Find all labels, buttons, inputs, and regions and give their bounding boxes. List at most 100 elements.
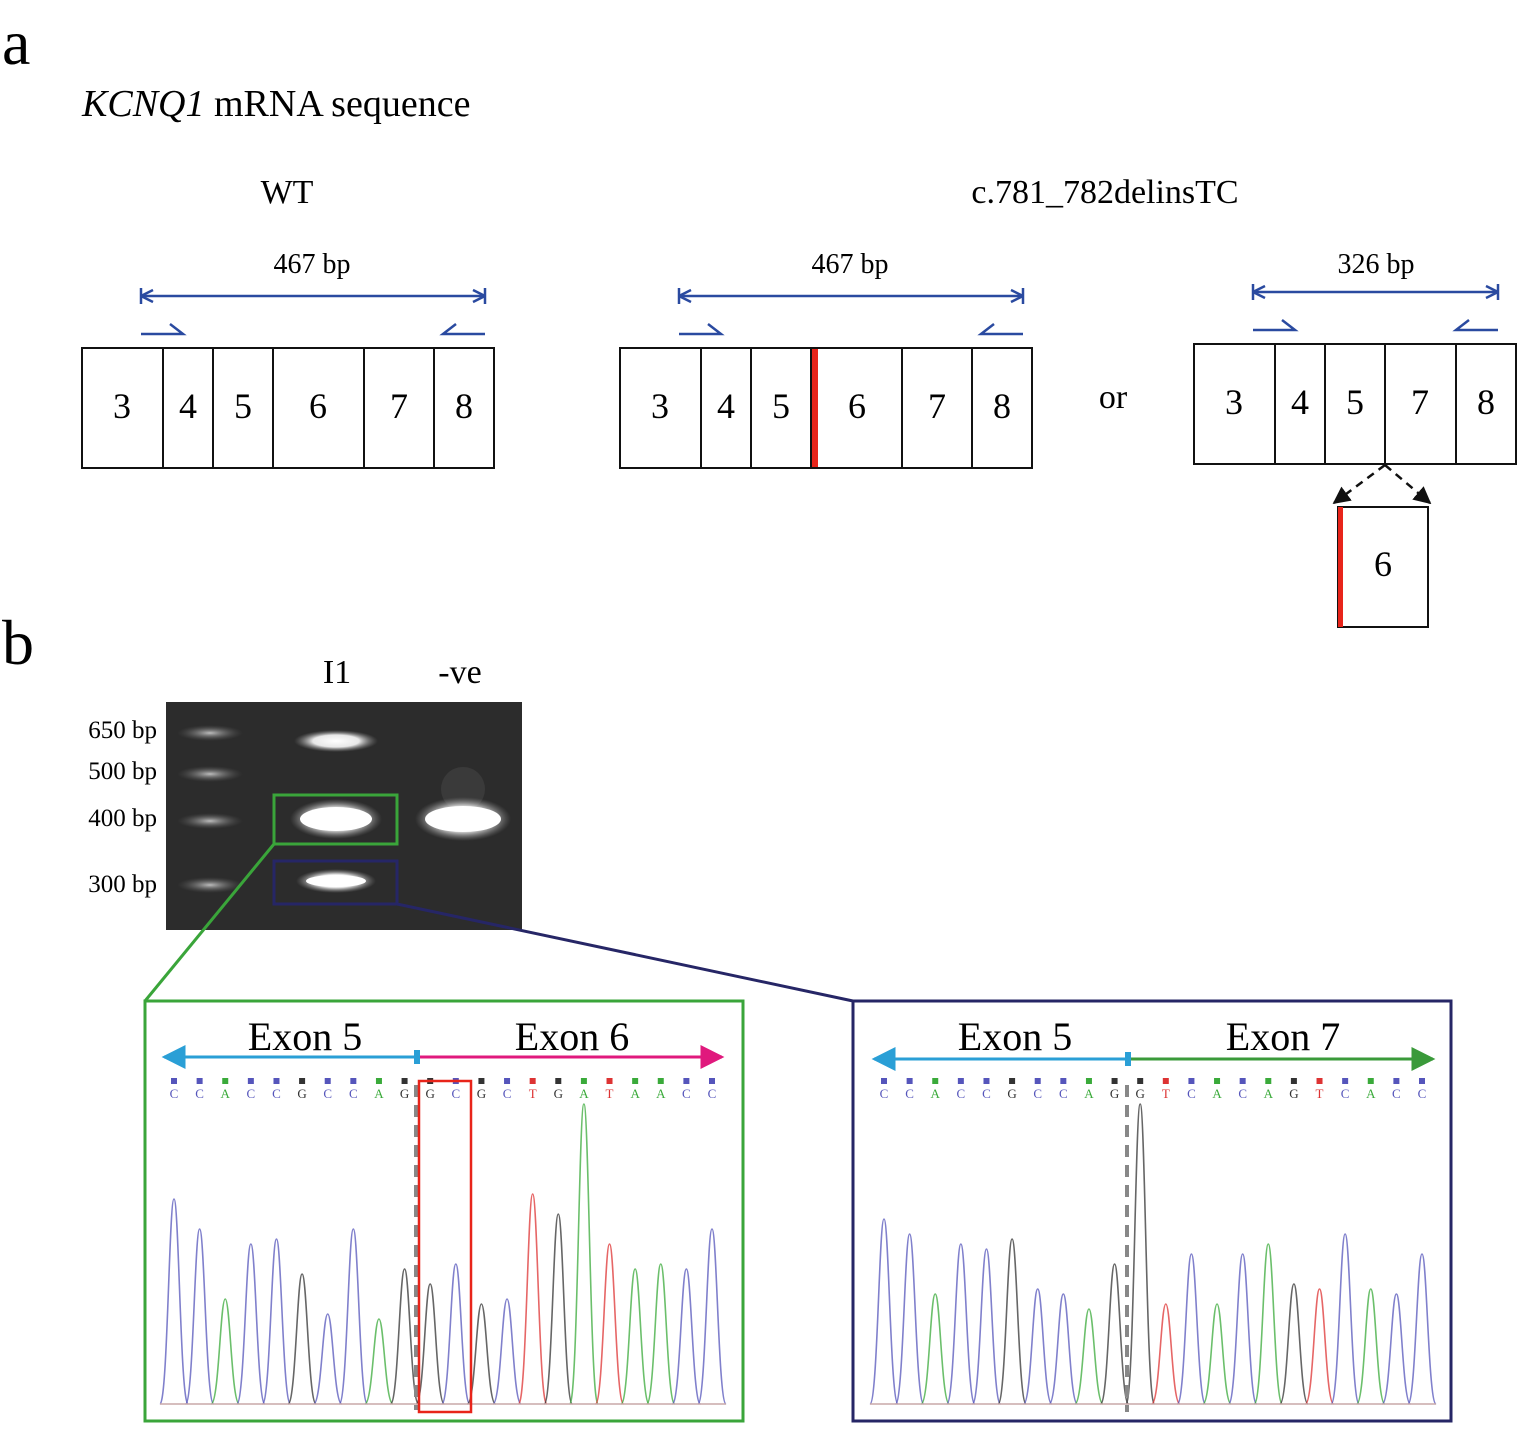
wt-transcript: 467 bp 3 4 5 6 7 8 xyxy=(81,249,495,469)
chromatogram-left-frame xyxy=(143,999,745,1423)
mutant-heading: c.781_782delinsTC xyxy=(971,174,1238,211)
skipped-exon-6-box xyxy=(1337,506,1429,628)
base-call-marker xyxy=(1188,1078,1195,1084)
base-call-marker xyxy=(222,1078,229,1084)
base-call-letter: C xyxy=(503,1086,512,1101)
junction-marker-right xyxy=(1125,1052,1131,1066)
base-call-marker xyxy=(1316,1078,1323,1084)
mut-exon-3-label: 3 xyxy=(651,386,669,426)
wt-exon-5-label: 5 xyxy=(234,386,252,426)
ladder-650: 650 bp xyxy=(88,717,157,744)
mutant-full-forward-primer xyxy=(679,323,725,336)
trace-peak xyxy=(645,1263,676,1405)
base-call-marker xyxy=(709,1078,715,1084)
skip-exon-8-label: 8 xyxy=(1477,382,1495,422)
wt-exon-6-label: 6 xyxy=(309,386,327,426)
left-exon6-label: Exon 6 xyxy=(515,1014,629,1059)
trace-peak xyxy=(543,1213,574,1405)
wt-heading: WT xyxy=(261,174,314,211)
mutant-full-size-bar xyxy=(677,288,1025,304)
base-call-marker xyxy=(1034,1078,1041,1084)
mut-exon-8 xyxy=(971,347,1033,469)
wt-exon-7-label: 7 xyxy=(390,386,408,426)
trace-peak xyxy=(971,1248,1002,1405)
mutant-skipped-transcript: 326 bp 3 4 5 7 8 6 xyxy=(1193,249,1517,628)
gene-name: KCNQ1 xyxy=(81,83,204,125)
base-call-letter: A xyxy=(1366,1086,1376,1101)
panel-a-label: a xyxy=(2,7,30,78)
trace-peak xyxy=(594,1243,625,1405)
base-call-letter: C xyxy=(1033,1086,1042,1101)
panel-a-title: KCNQ1 mRNA sequence xyxy=(81,83,470,125)
base-call-marker xyxy=(273,1078,280,1084)
base-call-marker xyxy=(683,1078,690,1084)
base-call-marker xyxy=(1009,1078,1016,1084)
ladder-500: 500 bp xyxy=(88,758,157,785)
base-call-letter: A xyxy=(374,1086,384,1101)
base-call-marker xyxy=(1085,1078,1092,1084)
base-call-letter: G xyxy=(400,1086,409,1101)
trace-peak xyxy=(1381,1293,1412,1405)
base-call-marker xyxy=(1342,1078,1349,1084)
wt-size-bar xyxy=(139,288,487,304)
base-call-letter: T xyxy=(606,1086,614,1101)
skipped-exon-6-label: 6 xyxy=(1374,544,1392,584)
base-call-letter: C xyxy=(1418,1086,1427,1101)
skipped-reverse-primer xyxy=(1452,319,1498,332)
base-call-letter: C xyxy=(708,1086,717,1101)
gel-image: I1 -ve 650 bp 500 bp 400 bp 300 xyxy=(88,654,522,930)
trace-peak xyxy=(364,1318,394,1405)
base-call-letter: C xyxy=(682,1086,691,1101)
trace-peak xyxy=(312,1313,343,1405)
trace-peak xyxy=(1253,1243,1284,1405)
base-call-letter: C xyxy=(1059,1086,1068,1101)
base-call-marker xyxy=(529,1078,536,1084)
trace-peak xyxy=(620,1268,651,1405)
base-call-marker xyxy=(1214,1078,1221,1084)
navy-selection-box xyxy=(272,859,399,906)
base-call-marker xyxy=(1265,1078,1272,1084)
trace-peak xyxy=(1227,1253,1258,1405)
ladder-lane xyxy=(177,725,243,893)
trace-peak xyxy=(440,1263,471,1405)
left-exon5-label: Exon 5 xyxy=(248,1014,362,1059)
skipped-exon-boxes xyxy=(1193,343,1517,465)
left-mutation-highlight xyxy=(417,1079,473,1414)
skip-exon-3 xyxy=(1193,343,1276,465)
mut-exon-3 xyxy=(619,347,702,469)
wt-forward-primer xyxy=(141,323,187,336)
trace-peak xyxy=(1279,1283,1309,1405)
sample-lane-negative xyxy=(415,767,511,841)
base-call-marker xyxy=(555,1078,562,1084)
base-call-letter: G xyxy=(554,1086,563,1101)
trace-peak xyxy=(1202,1303,1232,1405)
base-call-marker xyxy=(299,1078,306,1084)
base-call-marker xyxy=(375,1078,382,1084)
trace-peak xyxy=(1330,1233,1361,1405)
wt-exon-4 xyxy=(162,347,214,469)
base-call-letter: C xyxy=(1238,1086,1247,1101)
wt-exon-5 xyxy=(212,347,274,469)
skipped-size-bar xyxy=(1251,284,1500,300)
navy-connector xyxy=(396,902,854,1003)
base-call-letter: A xyxy=(931,1086,941,1101)
base-call-marker xyxy=(906,1078,913,1084)
trace-peak xyxy=(415,1283,446,1405)
trace-peak xyxy=(261,1238,292,1405)
wt-exon-7 xyxy=(363,347,435,469)
base-call-marker xyxy=(1111,1078,1118,1084)
base-call-letter: T xyxy=(1316,1086,1324,1101)
trace-peak xyxy=(338,1228,369,1405)
base-call-marker xyxy=(247,1078,254,1084)
green-selection-box xyxy=(272,793,399,846)
wt-exon-3 xyxy=(81,347,164,469)
base-call-marker xyxy=(1290,1078,1297,1084)
skipped-exon-mutation-marker xyxy=(1338,507,1343,627)
trace-peak xyxy=(517,1193,548,1405)
trace-peak xyxy=(1074,1308,1104,1405)
base-call-marker xyxy=(324,1078,331,1084)
skip-exon-8 xyxy=(1455,343,1517,465)
trace-peak xyxy=(671,1268,702,1405)
